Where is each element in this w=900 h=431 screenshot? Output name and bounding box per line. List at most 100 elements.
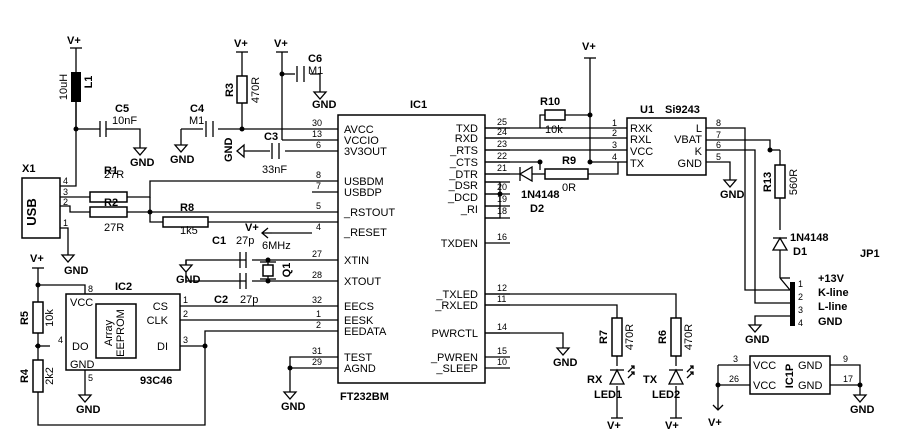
c4-value: M1 (189, 115, 204, 127)
ic1-pin-usbdm: USBDM (344, 176, 384, 188)
r10-value: 10k (545, 124, 563, 136)
ic2-93c46: IC2 93C46 VCC GND DO Array EEPROM CS CLK… (58, 281, 188, 387)
ic1-pin-rxled: _RXLED (434, 300, 478, 312)
jp1-label-lline: L-line (818, 301, 847, 313)
ic1-pin-usbdp: USBDP (344, 187, 382, 199)
led2-ref: LED2 (652, 389, 680, 401)
ic1-pin31-num: 31 (312, 346, 322, 356)
ic2-pin5: 5 (88, 373, 93, 383)
resistor-r5: R5 10k (19, 301, 56, 334)
ic1-pin-eecs: EECS (344, 301, 374, 313)
diode-d2: 1N4148 D2 (518, 165, 560, 215)
ic1-pin29-num: 29 (312, 357, 322, 367)
crystal-q1: Q1 6MHz (260, 240, 293, 280)
ic1-pin-eesk: EESK (344, 315, 374, 327)
vplus-reset: V+ (245, 222, 272, 239)
jp1-label-13v: +13V (818, 273, 845, 285)
ic1-pin-cts: _CTS (449, 157, 478, 169)
gnd-label-6: GND (176, 274, 201, 286)
ic1-pin28-num: 28 (312, 270, 322, 280)
ic1p-pin3: 3 (733, 354, 738, 364)
u1-ref: U1 (640, 104, 654, 116)
vplus-led2: V+ (665, 417, 682, 431)
inductor-l1: L1 10uH (58, 72, 95, 129)
vplus-l1: V+ (67, 35, 82, 49)
resistor-r7: R7 470R (598, 317, 636, 357)
power-symbols: V+ V+ V+ V+ V+ V+ V+ V+ V+ (30, 35, 724, 431)
led2-label: TX (643, 374, 658, 386)
gnd-c5: GND (130, 147, 155, 169)
ic1-pin-eedata: EEDATA (344, 326, 387, 338)
c4-ref: C4 (190, 103, 205, 115)
c5-ref: C5 (115, 103, 129, 115)
vplus-label-5: V+ (30, 253, 44, 265)
ic2-gnd-label: GND (70, 359, 95, 371)
capacitor-c5: C5 10nF (99, 103, 137, 137)
ic1-pin-xtout: XTOUT (344, 276, 381, 288)
l1-ref: L1 (83, 76, 95, 89)
capacitor-c6: C6 M1 (296, 53, 323, 82)
ic1-name: FT232BM (340, 391, 389, 403)
r10-ref: R10 (540, 96, 560, 108)
u1-pin8-num: 8 (716, 118, 721, 128)
jp1-pin1: 1 (798, 279, 803, 289)
vplus-led1: V+ (607, 417, 623, 431)
ic1p-ref: IC1P (784, 364, 796, 388)
ic1p-pin9: 9 (843, 354, 848, 364)
ic2-pin8: 8 (88, 284, 93, 294)
ic1-pin30-num: 30 (312, 118, 322, 128)
connector-jp1: JP1 1 2 3 4 +13V K-line L-line GND (779, 248, 880, 328)
gnd-label-7: GND (76, 404, 101, 416)
ic1-pin-agnd: AGND (344, 363, 376, 375)
capacitor-c4: C4 M1 (189, 103, 214, 137)
x1-pin3: 3 (63, 187, 68, 197)
ic1-pin-reset: _RESET (343, 227, 387, 239)
led-led2: TX LED2 (643, 365, 694, 401)
gnd-label-9: GND (553, 357, 578, 369)
gnd-label-1: GND (64, 265, 89, 277)
r7-ref: R7 (598, 330, 610, 344)
resistor-r6: R6 470R (657, 317, 695, 357)
ic1-pin1-num: 1 (316, 309, 321, 319)
ic2-pin3: 3 (183, 335, 188, 345)
usb-connector-x1: USB X1 4 3 2 1 (21, 163, 68, 239)
gnd-label-12: GND (850, 404, 875, 416)
u1-pin-vbat: VBAT (674, 134, 702, 146)
gnd-u1: GND (720, 179, 745, 201)
ic1-pin-ri: _RI (460, 204, 478, 216)
vplus-ic1p: V+ (708, 395, 724, 429)
ic2-ref: IC2 (115, 281, 132, 293)
r1-value: 27R (104, 169, 124, 181)
ic1-pin7-num: 7 (316, 181, 321, 191)
ic1-pin-pwren: _PWREN (430, 352, 478, 364)
l1-value: 10uH (58, 74, 70, 100)
ic1-pin8-num: 8 (316, 170, 321, 180)
vplus-label-7: V+ (607, 420, 621, 431)
u1-name: Si9243 (665, 104, 700, 116)
ic1-pin-txden: TXDEN (441, 238, 478, 250)
ic2-cs-label: CS (153, 301, 168, 313)
ic1-pin-rts: _RTS (449, 145, 478, 157)
ic2-pin1: 1 (183, 295, 188, 305)
ic1-pin5-num: 5 (316, 201, 321, 211)
ic1-pin-txled: _TXLED (435, 289, 478, 301)
vplus-label-3: V+ (274, 38, 288, 50)
capacitor-c2: C2 27p (214, 273, 258, 306)
ic1-pin-xtin: XTIN (344, 255, 369, 267)
u1-pin6-num: 6 (716, 140, 721, 150)
u1-pin3-num: 3 (612, 140, 617, 150)
gnd-label-11: GND (745, 334, 770, 346)
x1-ref: X1 (22, 163, 35, 175)
ic1-pin14-num: 14 (497, 322, 507, 332)
jp1-pin2: 2 (798, 292, 803, 302)
ic2-di-label: DI (157, 341, 168, 353)
vplus-label-8: V+ (665, 420, 679, 431)
gnd-test: GND (281, 391, 306, 413)
ic1-pin24-num: 24 (497, 127, 507, 137)
ic1-pin-3v3out: 3V3OUT (344, 146, 387, 158)
r5-ref: R5 (19, 311, 31, 325)
u1-pin-l: L (696, 123, 702, 135)
ic1-pin6-num: 6 (316, 140, 321, 150)
u1-si9243: U1 Si9243 RXK RXL VCC TX 1 2 3 4 L VBAT … (540, 104, 721, 176)
u1-pin4-num: 4 (612, 152, 617, 162)
